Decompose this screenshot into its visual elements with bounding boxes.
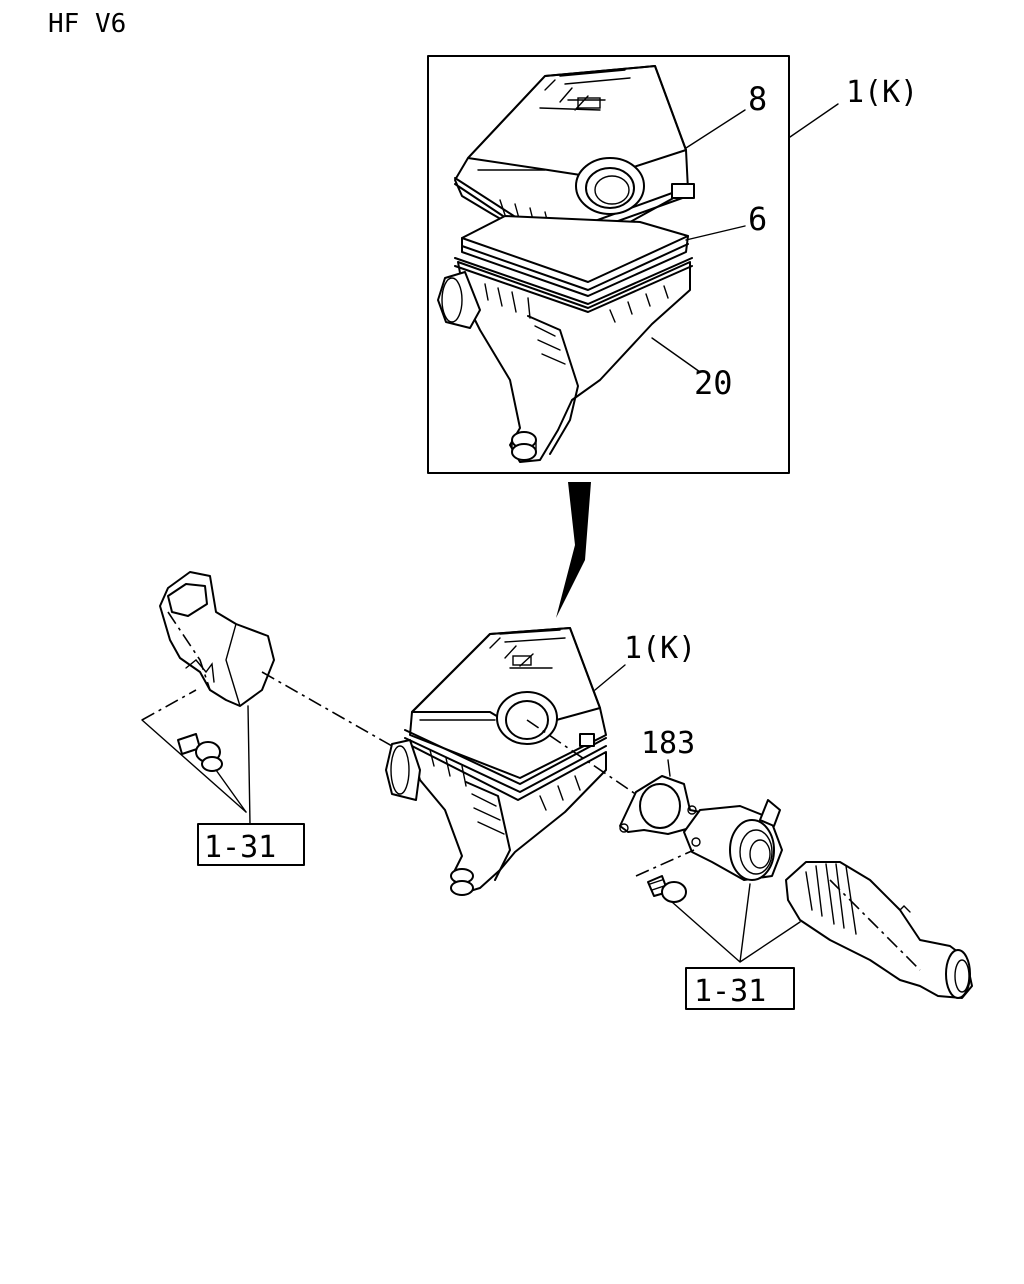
ref-left-box[interactable]: 1-31 [197,823,305,866]
air-cleaner-assembly[interactable] [385,627,607,896]
label-assembly-main: 1(K) [624,631,696,666]
label-element: 6 [748,200,767,238]
model-title: HF V6 [48,9,126,39]
leader-assembly [594,664,626,691]
ref-right-leaders [671,883,801,963]
detail-frame [427,55,790,474]
air-cleaner-cover[interactable] [454,65,695,247]
clip-icon[interactable] [177,733,223,772]
outlet-gasket[interactable] [619,775,701,835]
clip-leader [141,719,247,813]
duct-connection-line [261,671,393,747]
bolt-icon[interactable] [647,875,687,903]
ref-left-leaders [215,705,251,825]
filter-element[interactable] [461,215,689,297]
label-assembly-detail: 1(K) [846,75,918,110]
ref-right-box[interactable]: 1-31 [685,967,795,1010]
air-cleaner-case[interactable] [437,257,693,463]
label-cover: 8 [748,80,767,118]
label-case: 20 [694,364,733,402]
clip-connection-line [141,689,197,721]
ref-left-label: 1-31 [204,830,276,865]
ref-right-label: 1-31 [694,974,766,1009]
airflow-adapter[interactable] [683,799,783,881]
leader-gasket [667,759,671,777]
callout-arrow-icon [556,482,591,618]
inlet-duct[interactable] [159,571,275,707]
intake-hose[interactable] [785,861,973,999]
detail-leaders [651,103,839,373]
label-gasket: 183 [641,726,695,761]
bolt-connection-line [635,849,695,877]
